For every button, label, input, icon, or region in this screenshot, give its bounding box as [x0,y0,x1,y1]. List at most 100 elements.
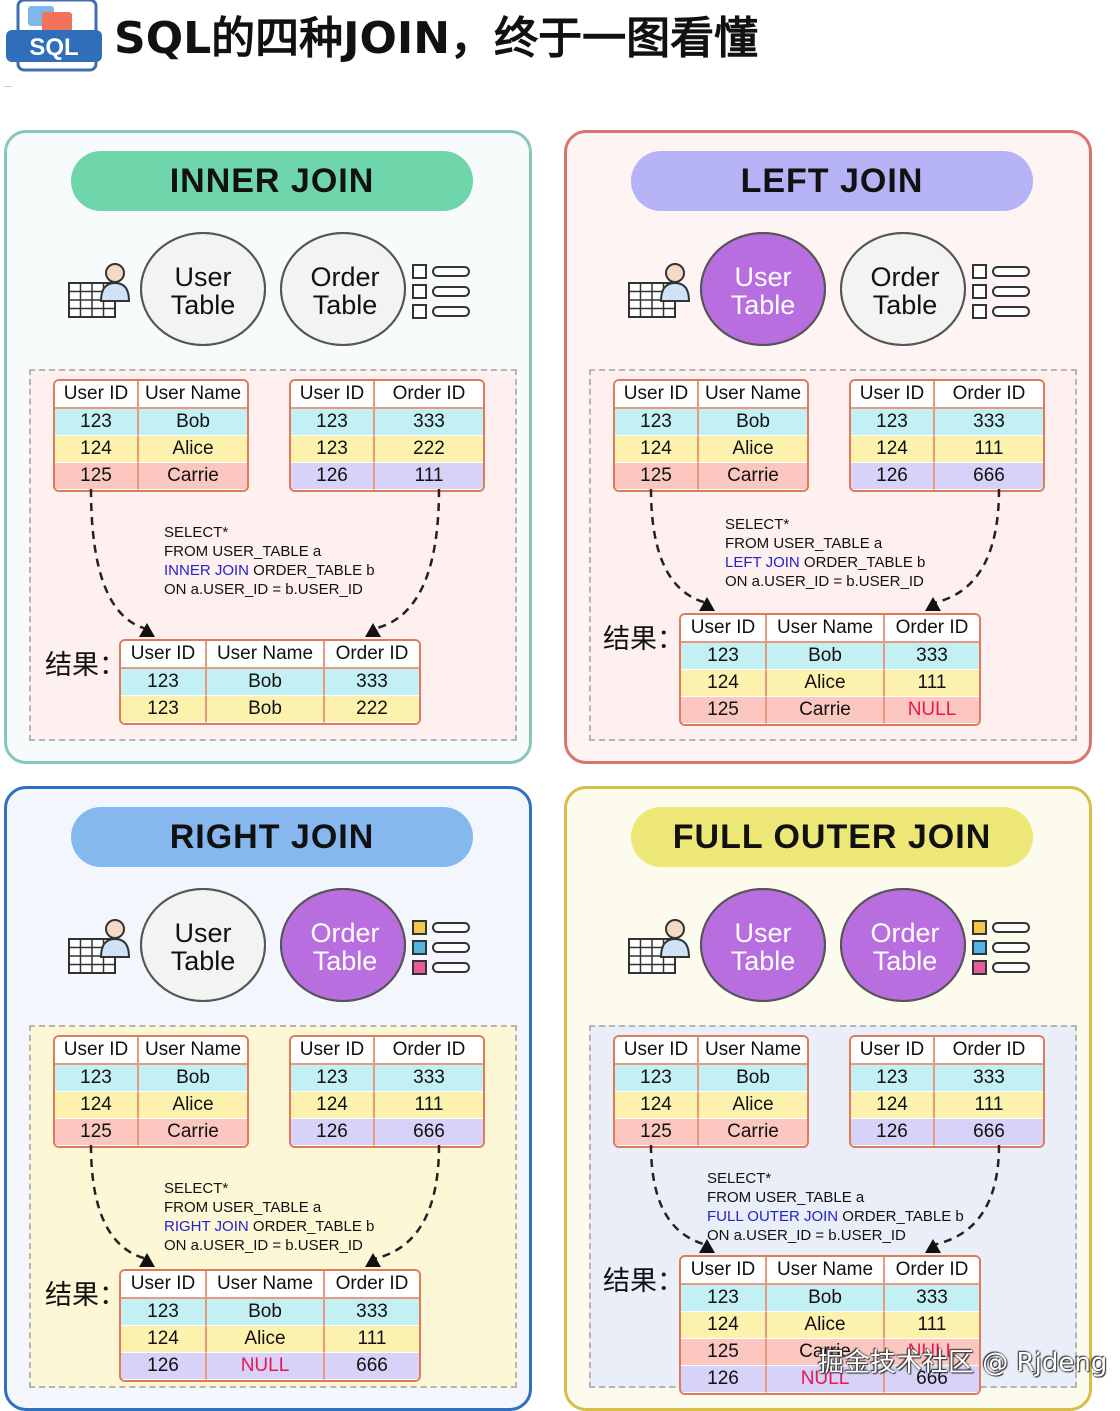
table-cell: 123 [121,696,207,723]
page-title: SQL的四种JOIN，终于一图看懂 [114,13,759,64]
table-cell: 666 [935,463,1043,490]
column-header: User ID [291,381,375,409]
table-cell: 123 [291,1065,375,1092]
table-cell: Carrie [699,1119,807,1146]
column-header: User Name [767,615,885,643]
table-cell: 333 [935,409,1043,436]
table-cell: 125 [615,1119,699,1146]
watermark: 掘金技术社区 @ Rjdeng [818,1348,1108,1378]
sql-keyword: RIGHT JOIN [164,1218,249,1235]
table-cell: 666 [325,1353,419,1380]
label-line: Table [170,946,236,976]
column-header: User Name [767,1257,885,1285]
table-cell: 111 [375,1092,483,1119]
user-icon [665,263,685,283]
table-cell: 124 [55,436,139,463]
label-line: User [734,918,792,948]
sql-line: SELECT* [725,516,790,533]
column-header: User ID [851,1037,935,1065]
sql-line: LEFT JOIN ORDER_TABLE b [725,553,925,572]
list-icon [972,920,987,935]
table-cell: Alice [767,670,885,697]
column-header: User Name [207,641,325,669]
column-header: User ID [615,381,699,409]
result-label: 结果： [45,1280,126,1311]
sql-line: FROM USER_TABLE a [164,543,322,560]
table-cell: Carrie [139,463,247,490]
table-cell: 126 [291,1119,375,1146]
column-header: Order ID [885,615,979,643]
table-cell: Bob [699,1065,807,1092]
table-cell: 111 [885,1312,979,1339]
table-cell: 124 [851,436,935,463]
header: SQL SQL的四种JOIN，终于一图看懂 [0,0,1120,90]
list-icon [412,960,427,975]
label-line: Table [872,290,938,320]
user-icon [105,263,125,283]
table-cell: 125 [615,463,699,490]
column-header: User ID [121,1271,207,1299]
table-cell: Bob [139,1065,247,1092]
table-cell: 126 [851,1119,935,1146]
table-cell: Bob [207,1299,325,1326]
table-cell: 124 [851,1092,935,1119]
table-cell: 333 [375,1065,483,1092]
sql-line: INNER JOIN ORDER_TABLE b [164,561,375,580]
table-cell: NULL [885,697,979,724]
table-cell: 123 [121,1299,207,1326]
logo-text: SQL [29,34,78,61]
table-cell: Bob [767,1285,885,1312]
list-icon [412,920,427,935]
table-cell: 125 [681,1339,767,1366]
list-icon [412,264,427,279]
column-header: Order ID [935,1037,1043,1065]
sql-line: FROM USER_TABLE a [725,535,883,552]
table-cell: 123 [55,409,139,436]
column-header: Order ID [375,381,483,409]
table-cell: 666 [935,1119,1043,1146]
table-cell: 123 [55,1065,139,1092]
table-cell: Bob [207,696,325,723]
table-cell: 125 [681,697,767,724]
sql-line: RIGHT JOIN ORDER_TABLE b [164,1217,374,1236]
user-icon [105,919,125,939]
label-line: Table [730,946,796,976]
column-header: User Name [139,381,247,409]
column-header: User ID [681,1257,767,1285]
list-icon [412,304,427,319]
table-cell: Alice [699,436,807,463]
